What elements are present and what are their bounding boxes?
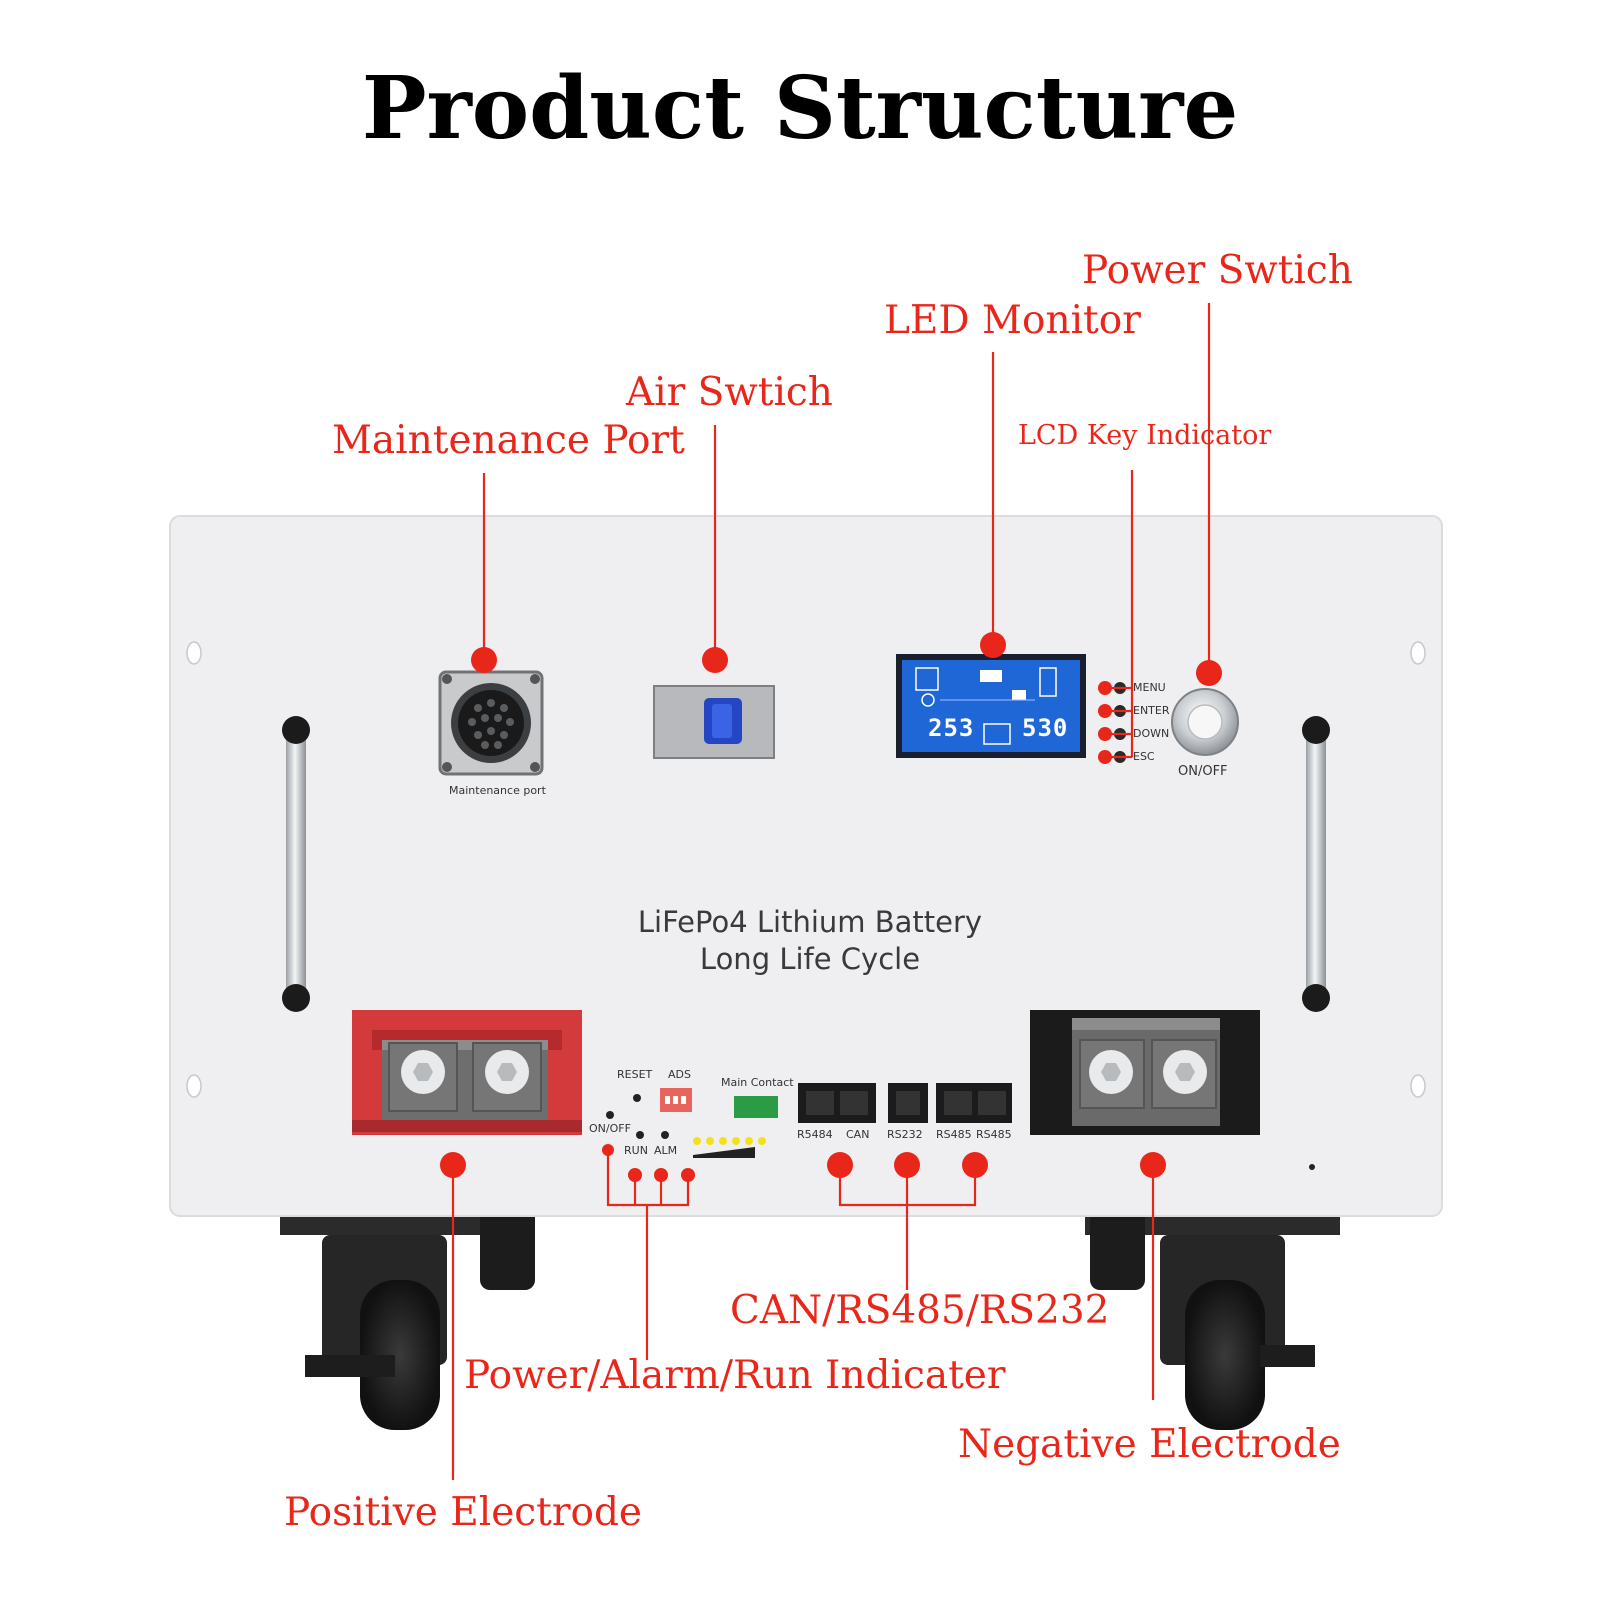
lcd-readout-right: 530 [1022,714,1069,742]
port-label-r5484: R5484 [797,1128,833,1141]
key-down: DOWN [1133,727,1170,740]
callout-lcd-key-indicator: LCD Key Indicator [1018,420,1272,451]
brand-line-2: Long Life Cycle [699,942,921,976]
key-menu: MENU [1133,681,1166,694]
callout-maintenance-port: Maintenance Port [332,418,685,463]
callout-markers [440,632,1222,1182]
negative-terminal [1030,1010,1260,1135]
port-label-can: CAN [846,1128,870,1141]
port-label-rs232: RS232 [887,1128,923,1141]
positive-terminal [352,1010,582,1135]
handle-left [282,716,310,1012]
run-label: RUN [624,1144,648,1157]
key-enter: ENTER [1133,704,1170,717]
onoff-label: ON/OFF [1178,764,1228,779]
callout-can-rs485-rs232: CAN/RS485/RS232 [730,1288,1110,1333]
caster-right [1085,1195,1340,1430]
port-label-rs485-a: RS485 [936,1128,972,1141]
ads-label: ADS [668,1068,691,1081]
callout-led-monitor: LED Monitor [884,298,1141,343]
page-title: Product Structure [361,58,1239,159]
lcd-monitor [896,654,1086,758]
callout-power-alarm-run: Power/Alarm/Run Indicater [464,1353,1006,1398]
air-switch [653,685,775,759]
callout-positive-electrode: Positive Electrode [284,1490,642,1535]
maintenance-port [438,670,544,776]
key-esc: ESC [1133,750,1155,763]
callout-negative-electrode: Negative Electrode [958,1422,1341,1467]
main-contact-label: Main Contact [721,1076,794,1089]
lcd-readout-left: 253 [928,714,975,742]
handle-right [1302,716,1330,1012]
port-label-rs485-b: RS485 [976,1128,1012,1141]
comm-ports [798,1083,1012,1123]
indicator-controls [606,1088,778,1158]
maintenance-port-label: Maintenance port [449,784,546,797]
alm-label: ALM [654,1144,678,1157]
onoff-small-label: ON/OFF [589,1122,631,1135]
callout-air-switch: Air Swtich [626,370,833,415]
brand-line-1: LiFePo4 Lithium Battery [637,905,983,939]
reset-label: RESET [617,1068,653,1081]
callout-power-switch: Power Swtich [1082,248,1353,293]
power-knob [1171,688,1239,756]
mounting-holes [186,641,1426,1098]
